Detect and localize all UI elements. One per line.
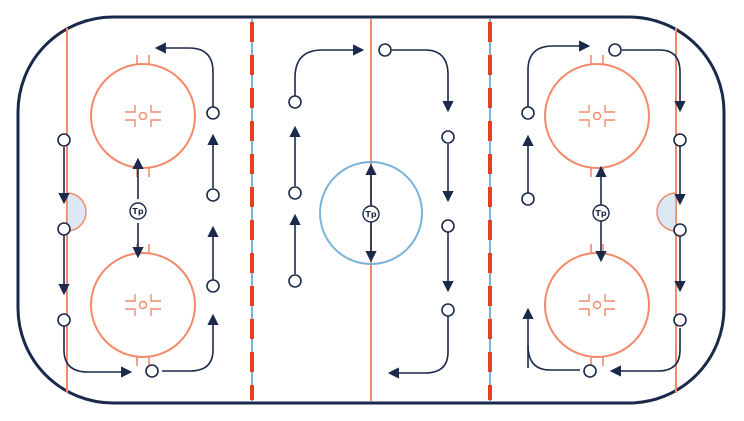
- player-marker: [441, 303, 455, 317]
- player-marker: [145, 364, 159, 378]
- player-marker: [57, 222, 71, 236]
- player-arrows: [58, 40, 686, 379]
- faceoff-l-marker: [579, 294, 590, 302]
- faceoff-l-marker: [125, 308, 136, 316]
- player-marker: [608, 43, 622, 57]
- arrow-neutral-bottom-right: [387, 316, 449, 379]
- player-marker: [521, 106, 535, 120]
- arrow-left-down-curve: [63, 326, 133, 378]
- tp-label: Tp: [365, 210, 376, 219]
- faceoff-l-marker: [604, 294, 615, 302]
- faceoff-dot: [138, 111, 148, 121]
- player-marker: [673, 223, 687, 237]
- center-circle: [319, 161, 423, 265]
- player-marker: [441, 130, 455, 144]
- faceoff-dot: [592, 300, 602, 310]
- player-marker: [288, 274, 302, 288]
- arrow-left-top-curve: [154, 42, 214, 113]
- faceoff-l-marker: [604, 308, 615, 316]
- left-goal-crease: [66, 192, 87, 232]
- faceoff-l-marker: [150, 308, 161, 316]
- player-marker: [378, 43, 392, 57]
- faceoff-l-marker: [579, 105, 590, 113]
- tp-marker-center: Tp: [362, 205, 380, 223]
- player-marker: [206, 188, 220, 202]
- tp-marker-right: Tp: [592, 204, 610, 222]
- player-marker: [673, 313, 687, 327]
- faceoff-l-marker: [579, 119, 590, 127]
- player-marker: [288, 186, 302, 200]
- faceoff-l-marker: [150, 119, 161, 127]
- player-marker: [521, 192, 535, 206]
- player-marker: [57, 133, 71, 147]
- arrow-left-bottom-curve: [162, 313, 219, 372]
- tp-marker-left: Tp: [129, 202, 147, 220]
- faceoff-l-marker: [125, 105, 136, 113]
- player-marker: [583, 364, 597, 378]
- faceoff-dot: [138, 300, 148, 310]
- arrow-right-bottom-left-curve: [527, 344, 580, 371]
- arrow-right-top-curve: [527, 40, 591, 108]
- tp-label: Tp: [595, 209, 606, 218]
- faceoff-l-marker: [150, 105, 161, 113]
- faceoff-dot: [592, 111, 602, 121]
- right-goal-crease: [656, 192, 677, 232]
- faceoff-l-marker: [125, 119, 136, 127]
- faceoff-l-marker: [150, 294, 161, 302]
- arrow-neutral-top-right: [392, 49, 454, 113]
- player-marker: [288, 95, 302, 109]
- arrow-right-top-right-curve: [622, 49, 686, 113]
- player-marker: [206, 106, 220, 120]
- arrow-neutral-top-left: [294, 44, 365, 98]
- faceoff-l-marker: [604, 119, 615, 127]
- tp-label: Tp: [132, 207, 143, 216]
- faceoff-l-marker: [604, 105, 615, 113]
- arrow-right-bottom-right-curve: [609, 328, 681, 377]
- player-markers: [57, 43, 687, 378]
- player-marker: [441, 219, 455, 233]
- player-marker: [673, 133, 687, 147]
- player-marker: [206, 279, 220, 293]
- player-marker: [57, 313, 71, 327]
- faceoff-l-marker: [125, 294, 136, 302]
- faceoff-l-marker: [579, 308, 590, 316]
